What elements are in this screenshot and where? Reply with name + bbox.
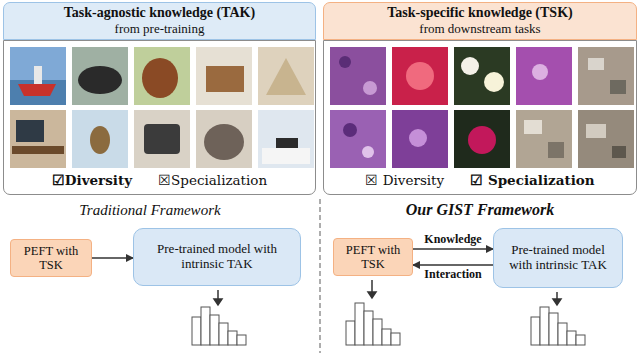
property-check: ☒ Diversity: [365, 173, 444, 189]
box-text: Task-agnostic knowledge (TAK): [64, 5, 255, 21]
box-subtext: from downstream tasks: [419, 22, 540, 37]
image-panel: ☒ Diversity ☑ Specialization: [323, 40, 637, 195]
arrow-connector: [413, 264, 493, 266]
pretrained-model-box: Pre-trained model with intrinsic TAK: [493, 228, 623, 288]
box-text: Task-specific knowledge (TSK): [387, 5, 572, 21]
knowledge-header: Task-specific knowledge (TSK)from downst…: [323, 2, 637, 40]
edge-label: Interaction: [422, 268, 483, 281]
property-check: ☑ Specialization: [470, 173, 594, 189]
peft-box: PEFT with TSK: [333, 238, 413, 276]
framework-title: Traditional Framework: [30, 202, 270, 219]
edge-label: Knowledge: [422, 233, 483, 246]
peft-box: PEFT with TSK: [10, 239, 92, 277]
box-subtext: from pre-training: [115, 22, 205, 37]
knowledge-header: Task-agnostic knowledge (TAK)from pre-tr…: [3, 2, 316, 40]
pretrained-model-box: Pre-trained model with intrinsic TAK: [133, 228, 301, 286]
arrow-connector: [92, 257, 133, 259]
property-check: ☒Specialization: [158, 173, 267, 189]
box-text: Pre-trained model with intrinsic TAK: [500, 243, 616, 273]
histograms: [192, 303, 585, 345]
box-text: Pre-trained model with intrinsic TAK: [140, 242, 294, 272]
box-text: PEFT with TSK: [17, 244, 85, 273]
downstream-images: [330, 47, 634, 168]
arrow-connector: [413, 248, 493, 250]
property-check: ☑Diversity: [52, 173, 132, 189]
divider-line: [319, 199, 320, 353]
framework-title: Our GIST Framework: [360, 201, 600, 219]
pretraining-images: [10, 47, 314, 168]
box-text: PEFT with TSK: [340, 243, 406, 272]
image-panel: ☑Diversity ☒Specialization: [3, 40, 316, 195]
